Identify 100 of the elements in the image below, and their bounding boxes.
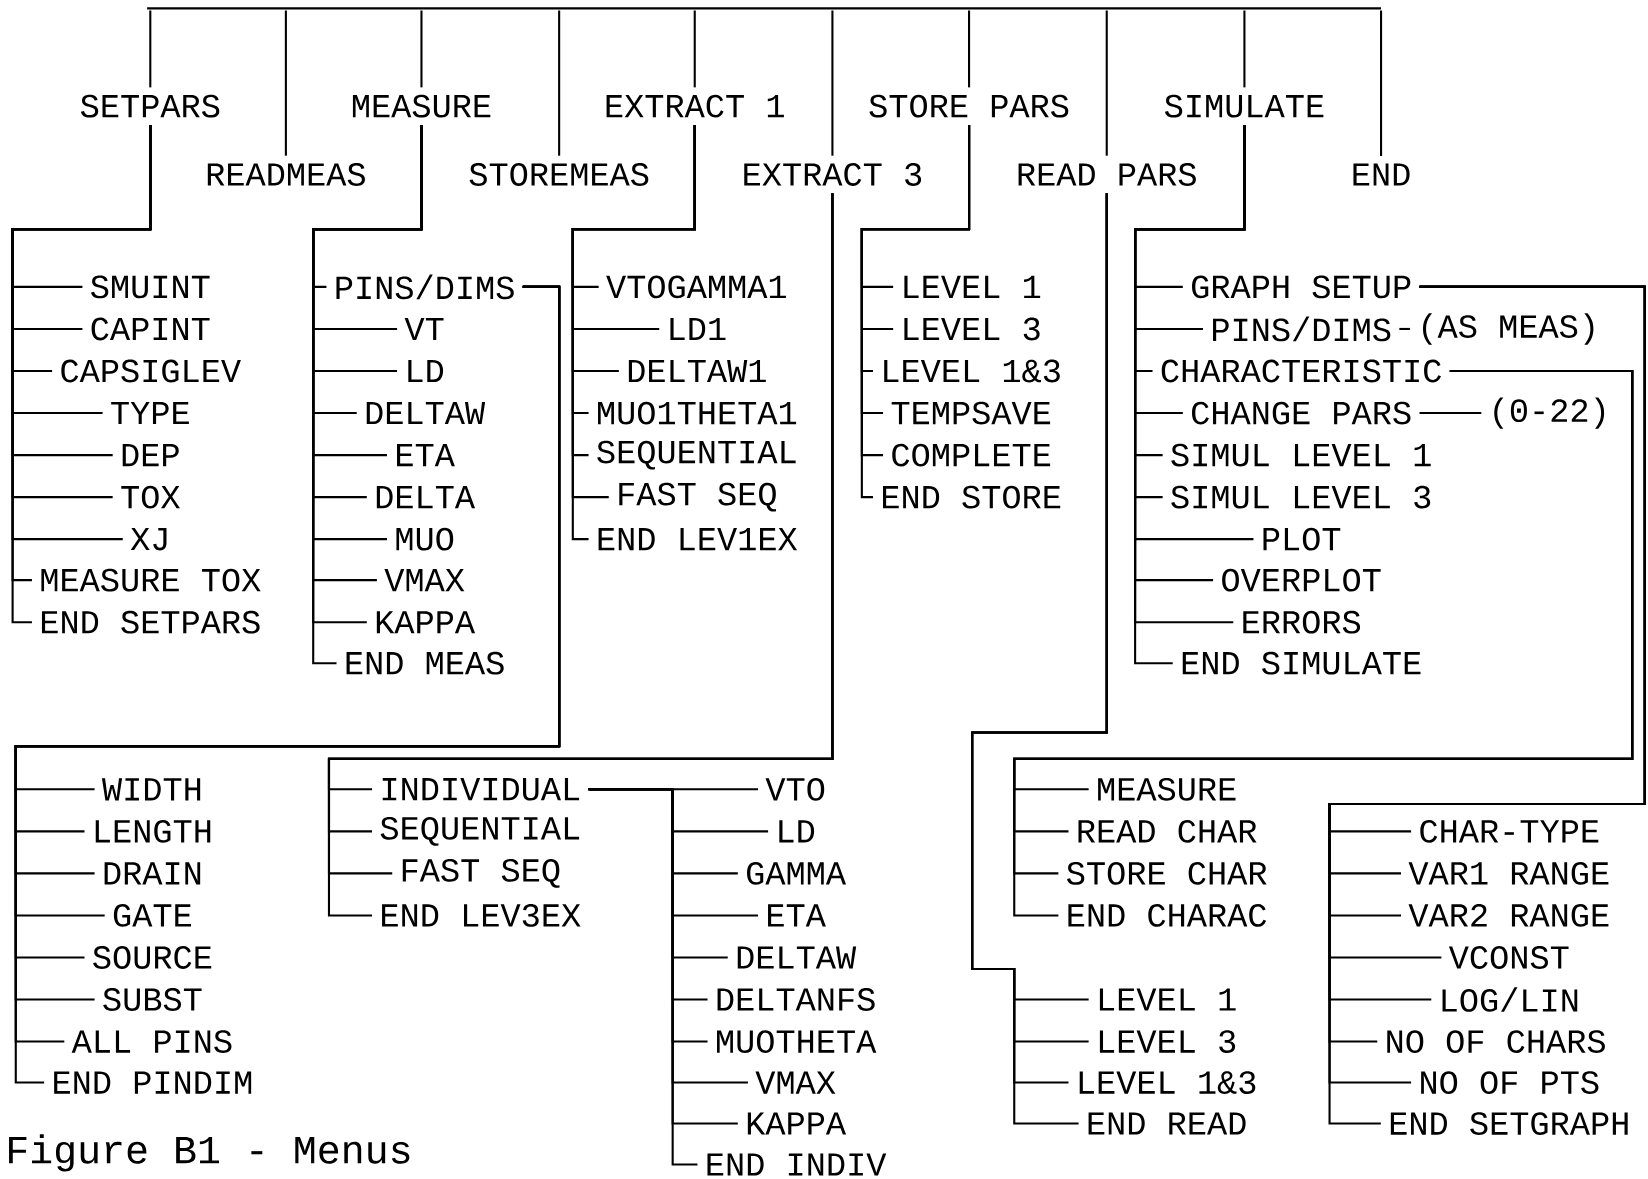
menu-item: PLOT xyxy=(1263,527,1341,551)
menu-item: STORE PARS xyxy=(869,94,1069,118)
menu-item: END CHARAC xyxy=(1068,903,1267,927)
menu-item: DEP xyxy=(122,443,179,467)
menu-item: LOG/LIN xyxy=(1442,987,1578,1012)
connector-line xyxy=(1419,411,1482,414)
menu-item: STORE CHAR xyxy=(1067,861,1267,885)
connector-line xyxy=(1399,327,1411,330)
connector-line xyxy=(558,10,561,156)
connector-line xyxy=(693,10,696,88)
menu-item: MUO1THETA1 xyxy=(598,401,797,425)
menu-item: VTOGAMMA1 xyxy=(606,275,786,299)
connector-line xyxy=(831,10,834,156)
menu-item: SETPARS xyxy=(80,94,220,118)
menu-item: LEVEL 3 xyxy=(904,317,1040,341)
menu-item: COMPLETE xyxy=(892,443,1051,467)
menu-item: MUOTHETA xyxy=(717,1030,877,1053)
menu-item: MUO xyxy=(396,527,454,551)
menu-item: ERRORS xyxy=(1243,610,1361,634)
connector-line xyxy=(968,10,971,88)
caption: Figure B1 - Menus xyxy=(9,1134,410,1172)
menu-item: LEVEL 3 xyxy=(1099,1030,1236,1053)
menu-item: SIMULATE xyxy=(1165,94,1324,118)
menu-item: CAPINT xyxy=(91,317,210,341)
connector-line xyxy=(149,10,152,88)
menu-item: OVERPLOT xyxy=(1222,568,1381,592)
menu-item: SEQUENTIAL xyxy=(380,816,580,846)
menu-item: END INDIV xyxy=(707,1153,887,1176)
menu-item: GATE xyxy=(113,903,191,927)
menu-item: FAST SEQ xyxy=(402,858,560,888)
menu-item: SUBST xyxy=(103,988,202,1011)
connector-line xyxy=(284,10,287,156)
menu-item: DELTANFS xyxy=(717,988,875,1011)
menu-item: VMAX xyxy=(755,1071,836,1094)
menu-item: WIDTH xyxy=(101,778,201,801)
menu-item: END LEV1EX xyxy=(598,528,798,551)
menu-item: READ PARS xyxy=(1018,162,1196,186)
menu-item: END READ xyxy=(1088,1112,1246,1135)
menu-item: READ CHAR xyxy=(1078,819,1257,843)
menu-item: CHAR-TYPE xyxy=(1420,819,1599,843)
menu-item: CHARACTERISTIC xyxy=(1161,359,1441,383)
connector-line xyxy=(1380,10,1383,156)
menu-item: MEASURE xyxy=(1098,777,1236,801)
connector-line xyxy=(588,788,698,1166)
menu-item: INDIVIDUAL xyxy=(382,777,580,801)
menu-item: VAR1 RANGE xyxy=(1408,861,1609,885)
menu-item: NO OF PTS xyxy=(1421,1071,1599,1094)
menu-item: ETA xyxy=(397,443,455,467)
menu-item: END xyxy=(1353,163,1410,186)
menu-item: END LEV3EX xyxy=(382,903,581,927)
menu-item: END SETPARS xyxy=(41,610,260,634)
menu-item: SEQUENTIAL xyxy=(597,440,796,470)
menu-item: SIMUL LEVEL 1 xyxy=(1171,443,1431,467)
menu-item: VTO xyxy=(765,777,825,801)
menu-item: DELTA xyxy=(376,485,476,509)
menu-item: (0-22) xyxy=(1494,397,1605,429)
menu-item: VMAX xyxy=(384,568,465,592)
menu-item: VT xyxy=(404,317,444,340)
menu-item: DRAIN xyxy=(104,862,201,885)
menu-item: EXTRACT 3 xyxy=(744,162,922,186)
menu-item: ALL PINS xyxy=(71,1030,232,1053)
menu-item: ETA xyxy=(768,904,826,927)
connector-line xyxy=(1105,10,1108,156)
menu-item: MEASURE TOX xyxy=(41,568,261,592)
connector-line xyxy=(1243,10,1246,88)
menu-item: LD xyxy=(779,820,815,843)
menu-item: EXTRACT 1 xyxy=(606,94,784,118)
menu-item: SOURCE xyxy=(93,945,212,969)
menu-item: NO OF CHARS xyxy=(1387,1030,1605,1053)
menu-item: GRAPH SETUP xyxy=(1192,275,1411,299)
menu-item: LD1 xyxy=(670,317,726,340)
menu-item: END SIMULATE xyxy=(1182,651,1421,675)
menu-item: PINS/DIMS xyxy=(336,274,514,300)
menu-item: MEASURE xyxy=(352,94,491,118)
menu-item: LD xyxy=(408,359,444,382)
menu-item: XJ xyxy=(130,527,167,551)
menu-item: SMUINT xyxy=(91,275,210,299)
connector-line xyxy=(420,10,423,88)
menu-item: STOREMEAS xyxy=(469,162,649,186)
menu-item: GAMMA xyxy=(747,861,847,885)
menu-item: FAST SEQ xyxy=(619,482,776,512)
menu-item: DELTAW xyxy=(737,946,857,969)
menu-item: TEMPSAVE xyxy=(891,401,1051,425)
menu-item: LEVEL 1 xyxy=(904,275,1041,298)
menu-item: TYPE xyxy=(111,401,189,424)
menu-item: LEVEL 1&3 xyxy=(884,359,1060,383)
menu-item: LEVEL 1 xyxy=(1099,988,1236,1011)
menu-item: LENGTH xyxy=(95,819,211,843)
menu-item: PINS/DIMS xyxy=(1213,316,1391,342)
menu-item: END MEAS xyxy=(346,651,504,675)
menu-item: VCONST xyxy=(1448,945,1569,969)
menu-item: READMEAS xyxy=(207,162,365,186)
menu-item: CAPSIGLEV xyxy=(61,359,241,383)
menu-item: TOX xyxy=(121,485,180,509)
menu-item: KAPPA xyxy=(376,611,476,634)
menu-item: SIMUL LEVEL 3 xyxy=(1171,485,1431,509)
menu-item: CHANGE PARS xyxy=(1192,401,1411,425)
menu-item: END STORE xyxy=(883,485,1061,509)
menu-item: KAPPA xyxy=(747,1112,847,1135)
menu-item: VAR2 RANGE xyxy=(1408,903,1609,927)
